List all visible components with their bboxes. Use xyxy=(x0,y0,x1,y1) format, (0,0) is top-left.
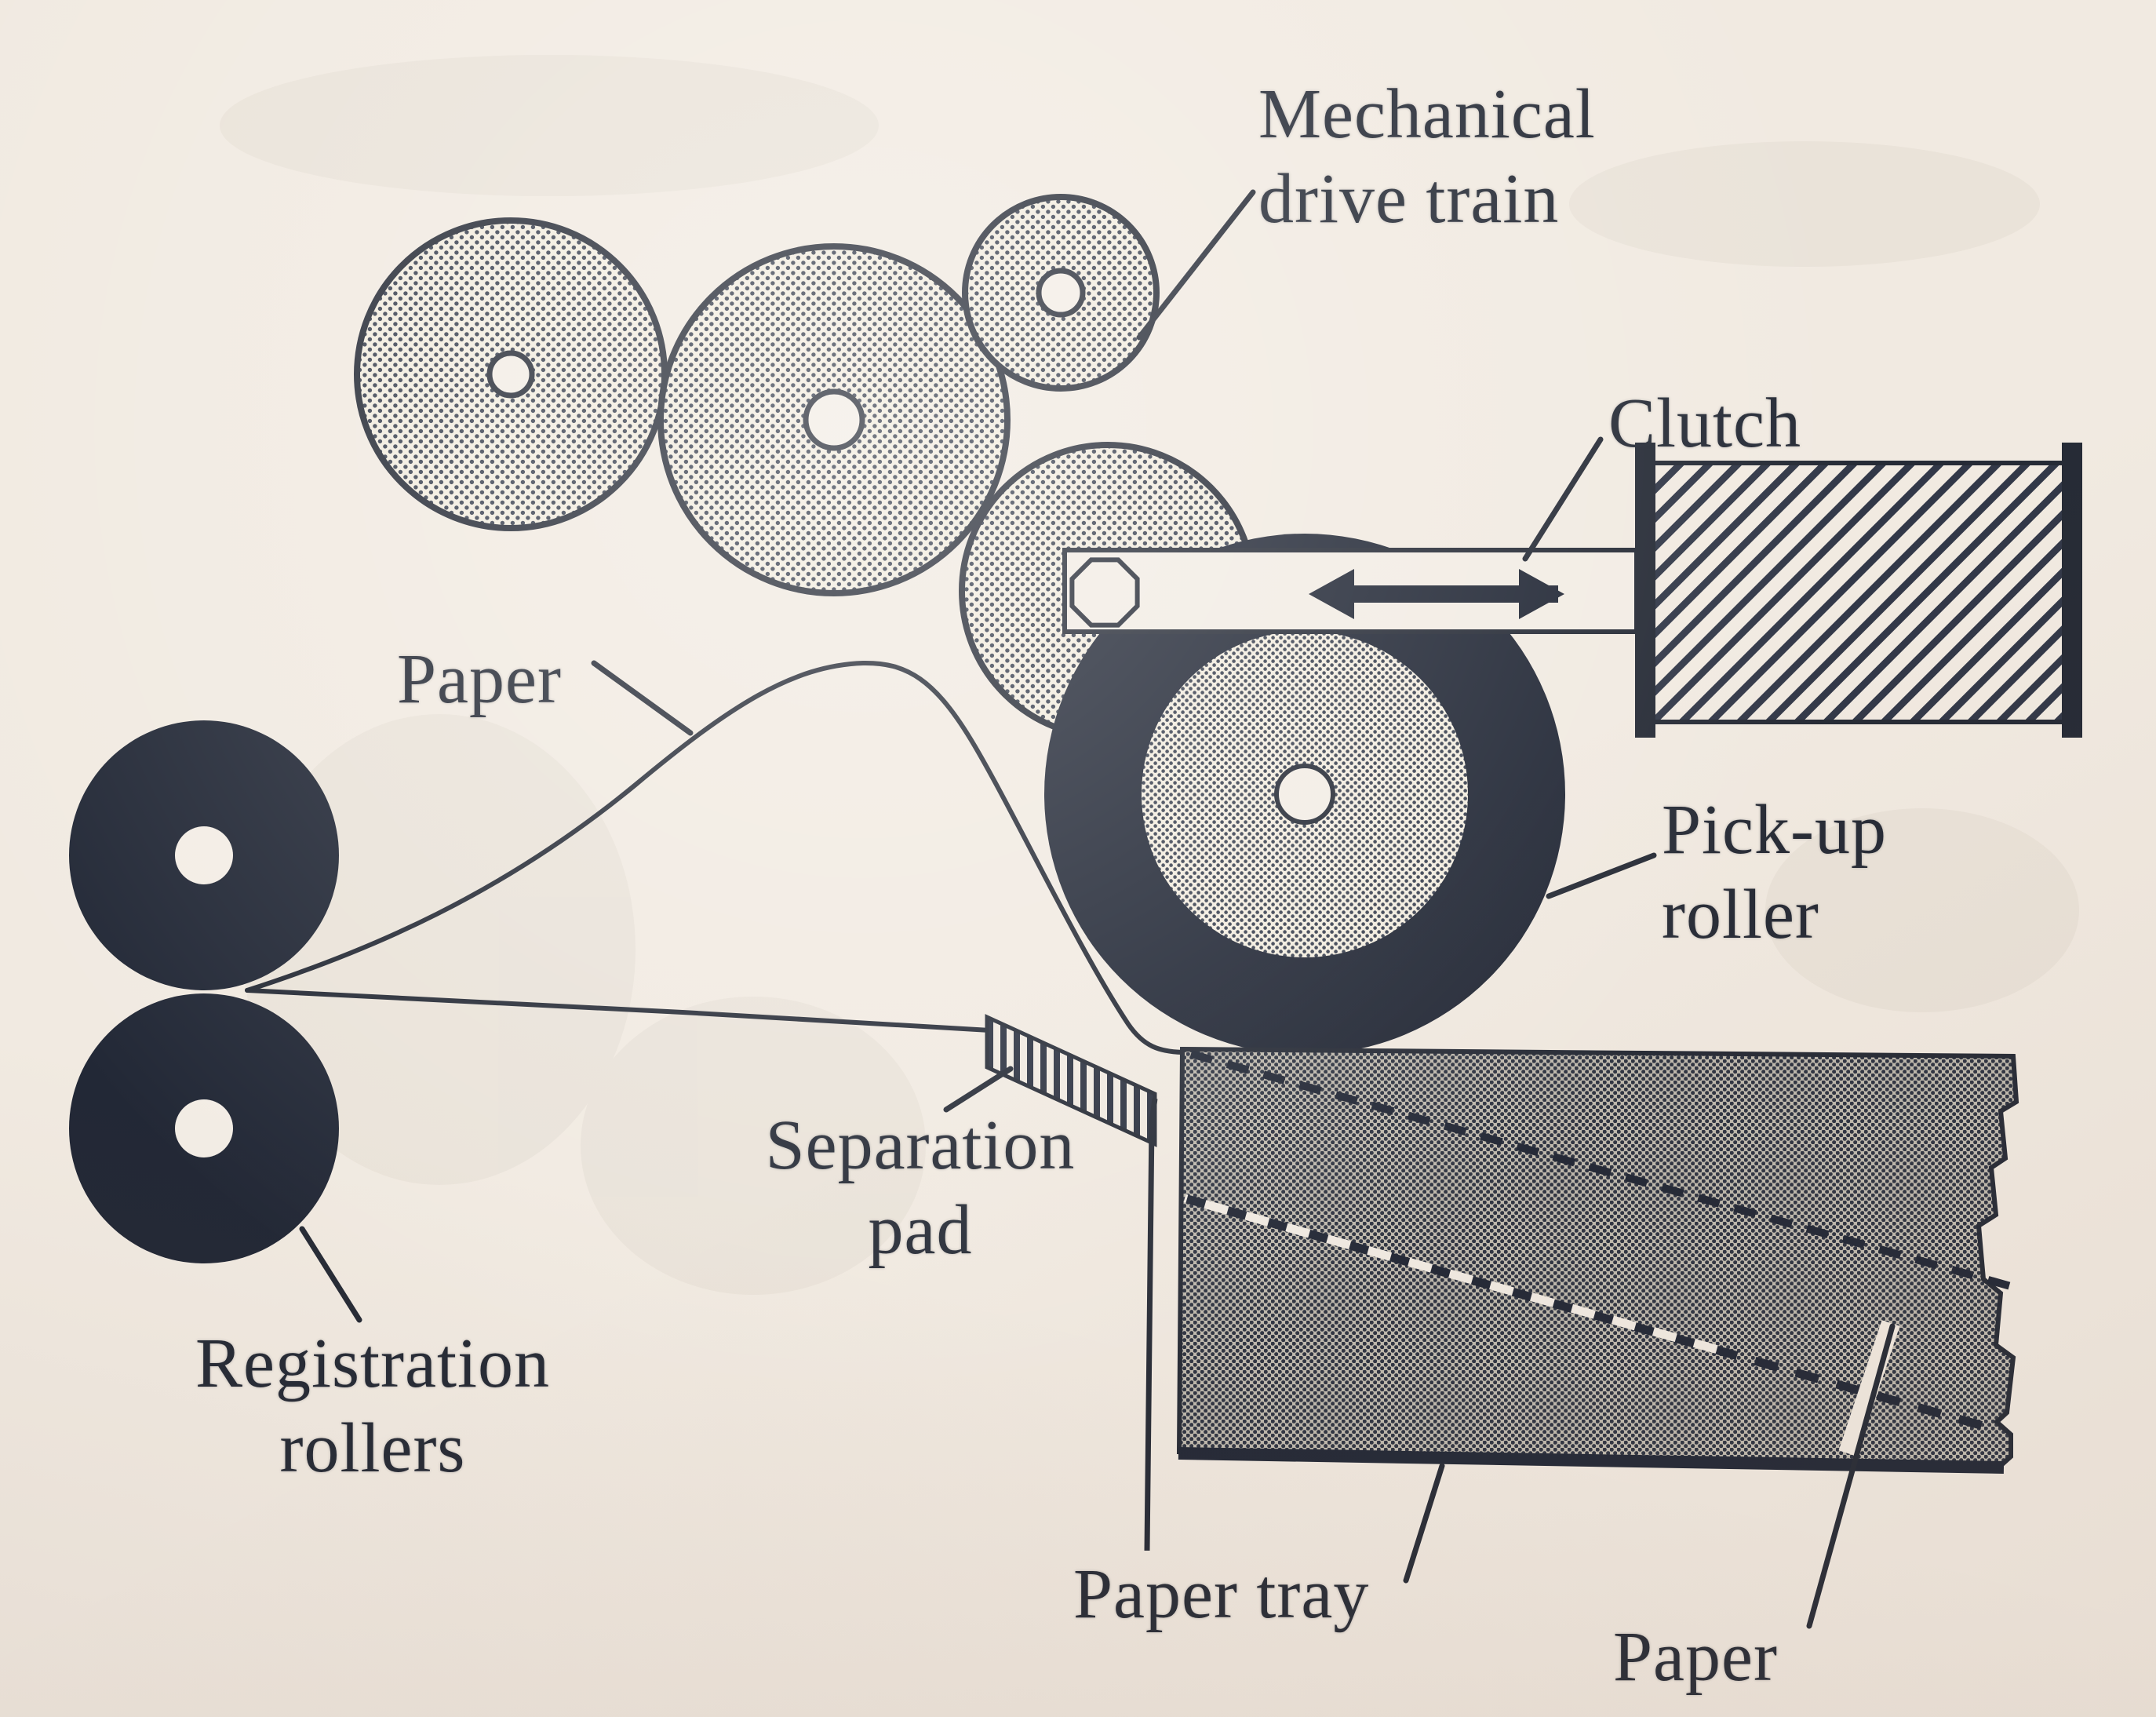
leader-paper-tray xyxy=(1403,1463,1445,1584)
gear-axle-hole xyxy=(1036,268,1086,318)
label-separation-pad: Separation pad xyxy=(765,1106,1076,1269)
clutch-assembly xyxy=(1635,443,2082,738)
pick-up-roller-axle-hole xyxy=(1274,764,1335,825)
label-pickup-roller: Pick-up roller xyxy=(1662,791,1887,953)
registration-rollers-group xyxy=(69,720,339,1263)
clutch-motion-arrow xyxy=(1309,569,1564,619)
clutch-arm-pivot-bolt xyxy=(1069,557,1140,628)
paper-leader-gap xyxy=(1838,1320,1900,1456)
leader-lines xyxy=(299,189,1896,1629)
paper-tray-bottom-edge xyxy=(1178,1447,2005,1474)
registration-roller-lower-hole xyxy=(175,1099,233,1157)
label-mechanical-drive-train: Mechanical drive train xyxy=(1258,75,1596,238)
label-paper-tray: Paper tray xyxy=(1073,1555,1370,1633)
label-clutch: Clutch xyxy=(1608,385,1801,462)
leader-separation-pad xyxy=(943,1066,1014,1113)
paper-stack-mid-edge xyxy=(1183,1194,1998,1434)
separation-pad xyxy=(985,1014,1157,1147)
paper-tray-front-wall xyxy=(1144,1098,1158,1551)
paper-sheet-buckle-curve xyxy=(245,660,1185,1055)
leader-clutch xyxy=(1522,436,1604,562)
leader-registration-rollers xyxy=(299,1226,362,1323)
leader-mechanical-drive-train xyxy=(1136,189,1256,341)
leader-paper-stack xyxy=(1806,1323,1896,1629)
label-paper-feed: Paper xyxy=(397,640,562,718)
paper-tray-group xyxy=(1176,1046,2019,1474)
label-registration-rollers: Registration rollers xyxy=(195,1325,550,1487)
leader-pickup-roller xyxy=(1546,852,1657,899)
paper-stack-mid-edge-highlight xyxy=(1183,1194,1728,1357)
clutch-arm-group xyxy=(1062,548,1639,634)
registration-roller-upper-hole xyxy=(175,826,233,884)
separation-pad-group xyxy=(985,1014,1158,1551)
label-paper-stack: Paper xyxy=(1613,1618,1778,1696)
paper-stack-top-edge xyxy=(1189,1050,2015,1291)
paper-tray-body xyxy=(1176,1046,2019,1467)
paper-sheet-feed-line xyxy=(245,988,992,1033)
clutch-end-plate-right xyxy=(2062,443,2082,738)
gear-axle-hole xyxy=(803,388,865,451)
leader-paper-feed xyxy=(591,660,694,736)
gear-axle-hole xyxy=(486,350,535,399)
paper-path xyxy=(245,660,1185,1055)
page-bleed-through-ghosts xyxy=(220,55,2079,1295)
clutch-spring-body xyxy=(1645,461,2069,724)
pick-up-roller-group xyxy=(1044,534,1565,1055)
